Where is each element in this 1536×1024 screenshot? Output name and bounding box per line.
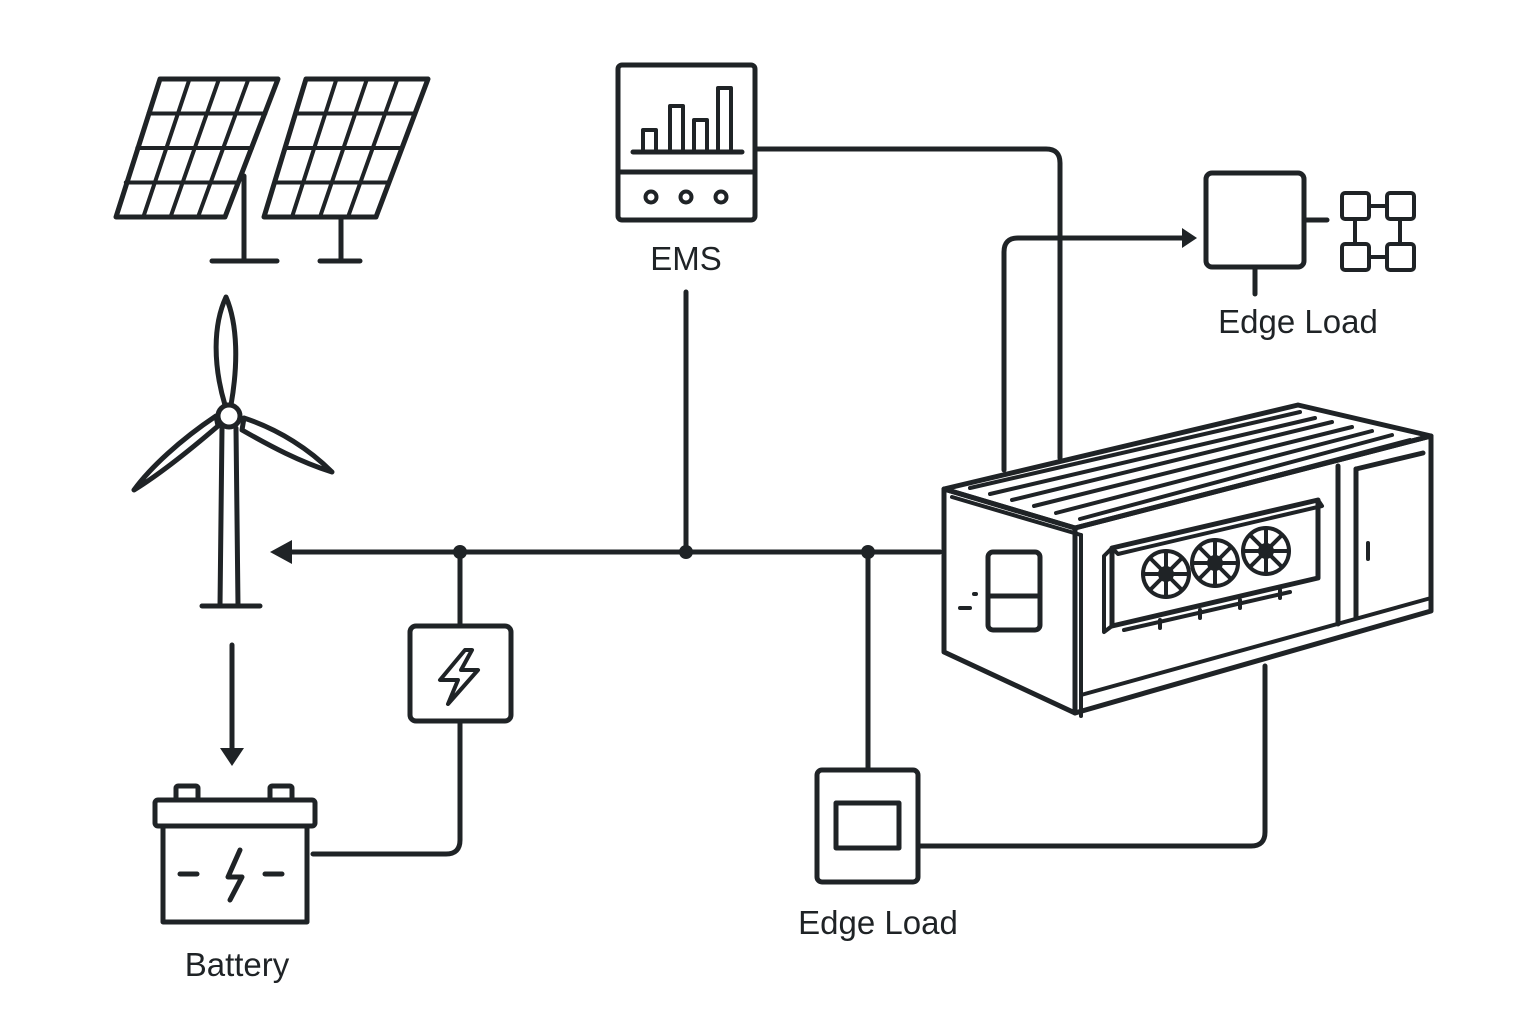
inverter-to-battery-line: [310, 718, 463, 857]
gpu-container-icon: [941, 402, 1434, 718]
edge-load-top-arrow-head-icon: [1182, 228, 1197, 248]
container-to-edge-load-top-line: [1001, 235, 1186, 473]
edge-load-bottom-to-container-line: [915, 663, 1268, 849]
battery-label: Battery: [184, 946, 290, 983]
inverter-icon: [407, 623, 514, 724]
edge-load-top-icon: [1203, 170, 1416, 297]
solar-panel-left-icon: [113, 76, 281, 264]
gpu-fan-icon: [1241, 526, 1291, 576]
edge-load-bottom-icon: [814, 767, 921, 885]
solar-panel-right-icon: [261, 76, 431, 264]
edge-load-top-label: Edge Load: [1218, 303, 1378, 340]
bus-arrow-head-icon: [270, 540, 292, 564]
ems-to-container-line: [752, 146, 1063, 461]
battery-icon: [152, 783, 318, 925]
wind-turbine-icon: [131, 294, 335, 609]
power-bus: [270, 540, 943, 564]
edge-load-bottom-label: Edge Load: [798, 904, 958, 941]
gpu-fan-icon: [1141, 549, 1191, 599]
ems-label: EMS: [650, 240, 722, 277]
ems-monitor-icon: [615, 62, 758, 223]
gpu-fan-icon: [1190, 538, 1240, 588]
battery-arrow-head-icon: [220, 748, 244, 766]
